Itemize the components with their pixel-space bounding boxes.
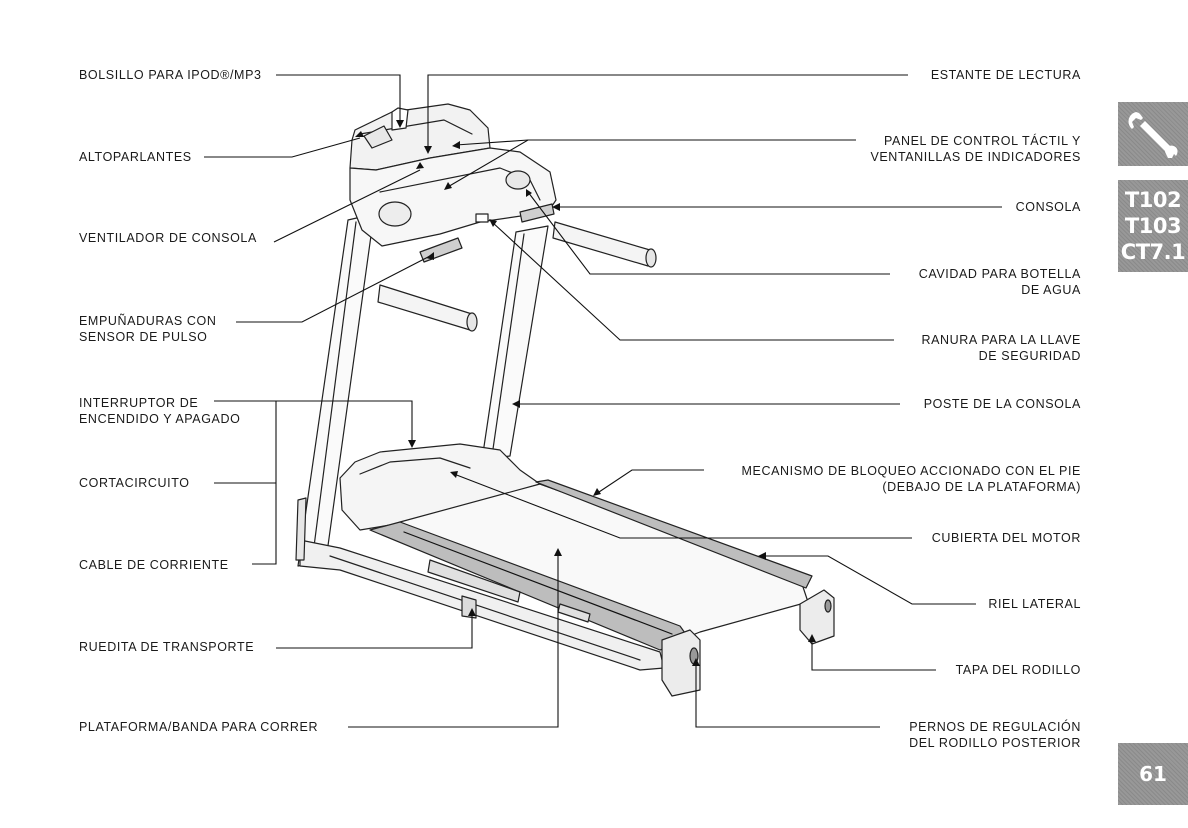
label-console-fan: VENTILADOR DE CONSOLA (79, 231, 257, 245)
label-deck-belt: PLATAFORMA/BANDA PARA CORRER (79, 720, 319, 734)
section-tab-maintenance[interactable] (1118, 102, 1188, 166)
label-power-cord: CABLE DE CORRIENTE (79, 558, 229, 572)
label-transport-wheel: RUEDITA DE TRANSPORTE (79, 640, 255, 654)
label-pulse-grips: EMPUÑADURAS CON SENSOR DE PULSO (79, 314, 217, 344)
label-roller-bolts: PERNOS DE REGULACIÓN DEL RODILLO POSTERI… (909, 720, 1081, 750)
model-label: CT7.1 (1120, 240, 1186, 264)
page-number-tab: 61 (1118, 743, 1188, 805)
label-motor-cover: CUBIERTA DEL MOTOR (931, 531, 1081, 545)
motor-cover (339, 443, 541, 531)
right-pulse-grip (519, 203, 555, 223)
label-console: CONSOLA (1015, 200, 1081, 214)
arrowheads (355, 120, 816, 666)
right-side-rail (535, 479, 813, 589)
label-speakers: ALTOPARLANTES (79, 150, 192, 164)
label-roller-cap: TAPA DEL RODILLO (955, 663, 1081, 677)
label-foot-lock: MECANISMO DE BLOQUEO ACCIONADO CON EL PI… (741, 464, 1081, 494)
model-label: T102 (1124, 188, 1182, 212)
leader-lines (204, 74, 1002, 728)
left-handrail (377, 284, 473, 331)
wrench-icon (1128, 112, 1178, 158)
bottle-holder (505, 170, 531, 190)
label-ipod-pocket: BOLSILLO PARA iPOD®/MP3 (79, 68, 262, 82)
rear-roller-cap-left (661, 629, 701, 697)
label-side-rail: RIEL LATERAL (988, 597, 1081, 611)
label-circuit-breaker: CORTACIRCUITO (79, 476, 190, 490)
label-touch-panel: PANEL DE CONTROL TÁCTIL Y VENTANILLAS DE… (870, 134, 1081, 164)
model-label: T103 (1124, 214, 1182, 238)
section-tab-models[interactable]: T102 T103 CT7.1 (1118, 180, 1188, 272)
label-reading-shelf: ESTANTE DE LECTURA (930, 68, 1081, 82)
console-fan (378, 201, 412, 227)
label-bottle-holder: CAVIDAD PARA BOTELLA DE AGUA (918, 267, 1081, 297)
label-safety-key: RANURA PARA LA LLAVE DE SEGURIDAD (921, 333, 1081, 363)
safety-key-slot (475, 213, 489, 223)
label-power-switch: INTERRUPTOR DE ENCENDIDO Y APAGADO (79, 396, 241, 426)
right-console-mast (481, 225, 549, 461)
page-number: 61 (1139, 762, 1167, 786)
treadmill-drawing (295, 103, 835, 697)
label-console-mast: POSTE DE LA CONSOLA (923, 397, 1081, 411)
